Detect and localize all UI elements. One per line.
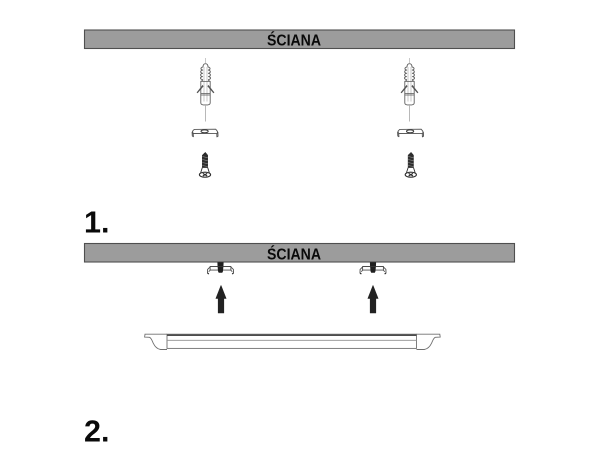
svg-text:ŚCIANA: ŚCIANA	[267, 31, 321, 50]
svg-text:1.: 1.	[84, 206, 109, 240]
svg-text:ŚCIANA: ŚCIANA	[267, 244, 321, 263]
svg-text:2.: 2.	[84, 414, 109, 448]
